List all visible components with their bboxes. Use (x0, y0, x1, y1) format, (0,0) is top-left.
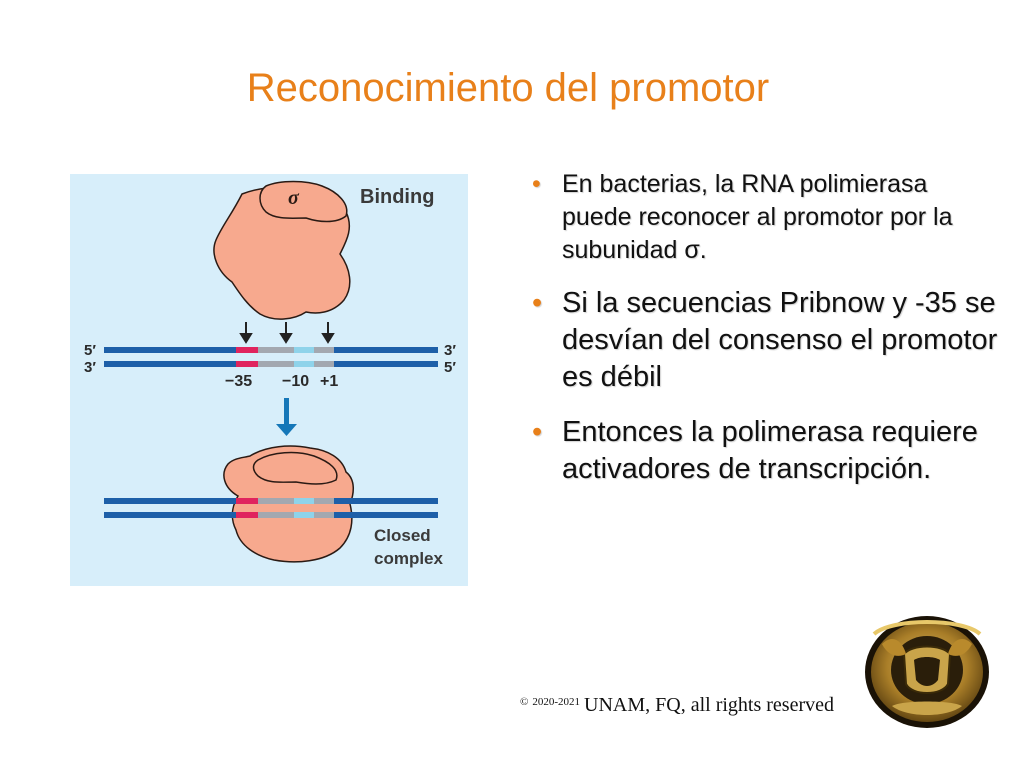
sigma-subunit-closed (252, 451, 338, 485)
position-minus35-label: −35 (225, 373, 252, 390)
strand-bottom-right-label: 5′ (444, 359, 456, 376)
bullet-dot: • (532, 416, 543, 448)
closed-complex-label-line2: complex (374, 549, 444, 568)
binding-site-arrows (239, 322, 335, 344)
promoter-binding-diagram: σ Binding 5′ 3′ 3′ 5′ −35 −10 +1 (84, 180, 456, 568)
transition-arrow (276, 398, 297, 436)
bullet-item: • Si la secuencias Pribnow y -35 se desv… (530, 285, 1000, 396)
closed-complex-label-line1: Closed (374, 526, 431, 545)
promoter-elements-closed (236, 498, 334, 518)
position-minus10-label: −10 (282, 373, 309, 390)
position-plus1-label: +1 (320, 373, 338, 390)
unam-seal-icon (865, 616, 989, 728)
bullet-text: Si la secuencias Pribnow y -35 se desvía… (562, 287, 998, 393)
promoter-binding-figure: σ Binding 5′ 3′ 3′ 5′ −35 −10 +1 (70, 174, 468, 586)
strand-bottom-left-label: 3′ (84, 359, 96, 376)
bullet-list: • En bacterias, la RNA polimierasa puede… (530, 168, 1000, 506)
binding-label: Binding (360, 186, 434, 208)
sigma-label: σ (288, 187, 300, 209)
strand-top-right-label: 3′ (444, 342, 456, 359)
slide-title: Reconocimiento del promotor (246, 66, 770, 110)
bullet-dot: • (532, 287, 543, 319)
sigma-subunit-shape (259, 180, 348, 223)
bullet-item: • Entonces la polimerasa requiere activa… (530, 414, 1000, 488)
bullet-dot: • (532, 170, 541, 198)
copyright-symbol: © (520, 696, 529, 708)
bullet-text: Entonces la polimerasa requiere activado… (562, 416, 978, 485)
copyright-years: 2020-2021 (532, 696, 581, 708)
strand-top-left-label: 5′ (84, 342, 96, 359)
bullet-text: En bacterias, la RNA polimierasa puede r… (562, 170, 953, 264)
copyright-text: UNAM, FQ, all rights reserved (584, 694, 834, 716)
promoter-elements-free (236, 347, 334, 367)
bullet-item: • En bacterias, la RNA polimierasa puede… (530, 168, 1000, 267)
